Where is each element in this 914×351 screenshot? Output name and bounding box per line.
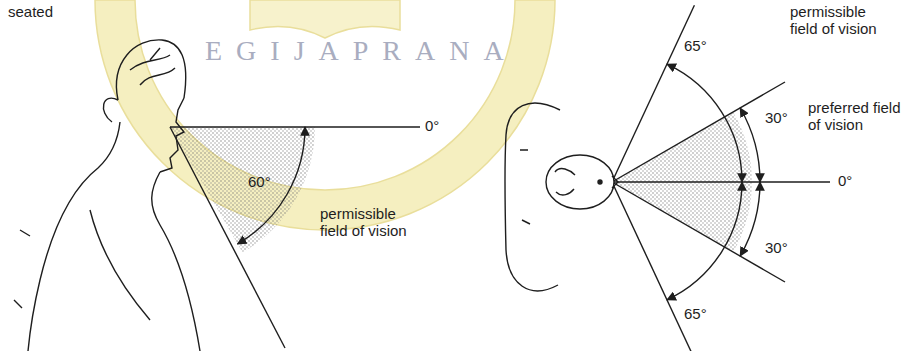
watermark: EGIJAPRANA — [205, 36, 518, 67]
watermark-emblem — [95, 0, 555, 230]
field-label: permissible field of vision — [790, 4, 885, 37]
seated-side-view — [14, 40, 420, 351]
field-label: permissible field of vision — [320, 206, 415, 239]
field-label: preferred field of vision — [808, 100, 903, 133]
angle-label: 60° — [248, 174, 271, 191]
angle-label: 0° — [838, 173, 852, 190]
angle-label: 30° — [765, 110, 788, 127]
angle-label: 65° — [684, 306, 707, 323]
angle-label: 0° — [425, 118, 439, 135]
caption-label: seated — [8, 4, 53, 21]
top-view — [505, 5, 830, 351]
angle-label: 65° — [684, 38, 707, 55]
angle-label: 30° — [765, 240, 788, 257]
